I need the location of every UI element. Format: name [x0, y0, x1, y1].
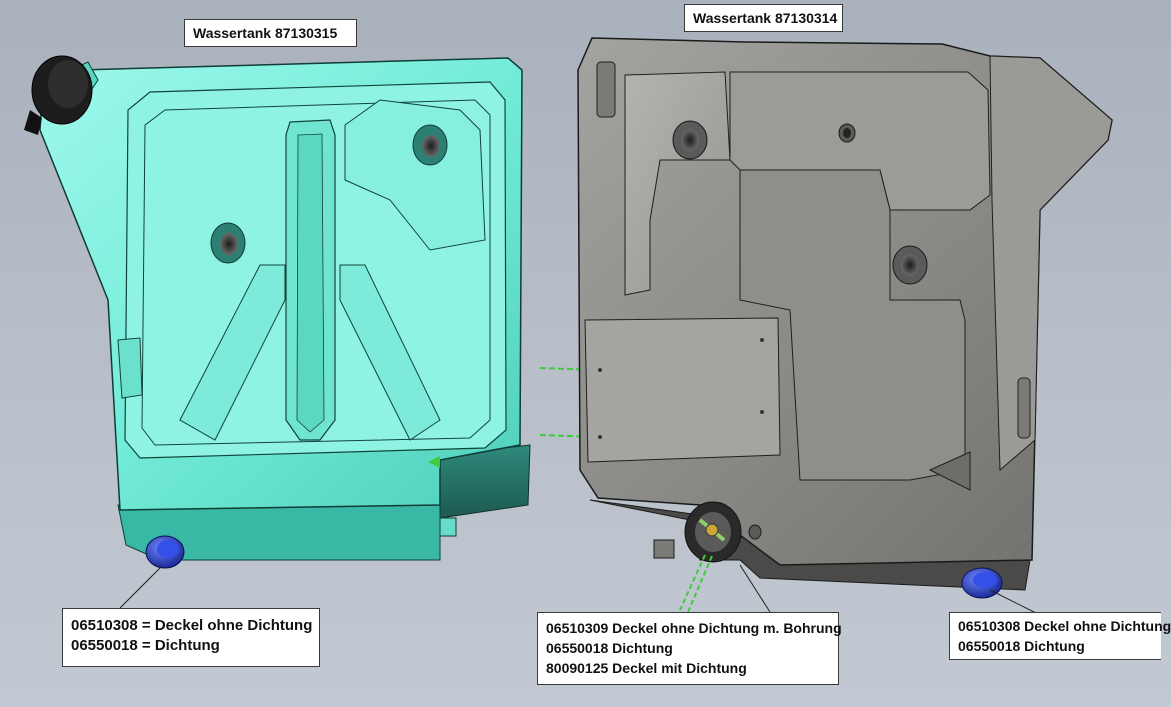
right-tank-parts-label: 06510308 Deckel ohne Dichtung 06550018 D… — [949, 612, 1171, 660]
right-tank-title: Wassertank 87130314 — [684, 4, 843, 32]
right-label-line-2: 06550018 Dichtung — [958, 638, 1085, 654]
center-parts-label: 06510309 Deckel ohne Dichtung m. Bohrung… — [537, 612, 842, 685]
center-label-line-2: 06550018 Dichtung — [546, 640, 673, 656]
leader-line-center — [739, 564, 771, 613]
leader-line-left — [119, 567, 161, 609]
center-label-line-1: 06510309 Deckel ohne Dichtung m. Bohrung — [546, 620, 842, 636]
left-tank — [24, 55, 531, 569]
right-tank-title-text: Wassertank 87130314 — [693, 10, 838, 26]
left-label-line-1: 06510308 = Deckel ohne Dichtung — [71, 617, 313, 634]
left-tank-parts-label: 06510308 = Deckel ohne Dichtung 06550018… — [62, 608, 320, 667]
left-label-line-2: 06550018 = Dichtung — [71, 637, 220, 654]
right-tank-lower-panel — [584, 317, 781, 463]
left-tank-filler-cap — [24, 55, 99, 135]
left-tank-title: Wassertank 87130315 — [184, 19, 357, 47]
leader-line-right — [989, 589, 1041, 616]
left-tank-title-text: Wassertank 87130315 — [193, 25, 338, 41]
right-label-line-1: 06510308 Deckel ohne Dichtung — [958, 618, 1171, 634]
left-tank-blue-cap — [145, 535, 185, 569]
center-label-line-3: 80090125 Deckel mit Dichtung — [546, 660, 747, 676]
right-tank — [577, 37, 1113, 613]
right-tank-filler-opening — [684, 501, 742, 563]
